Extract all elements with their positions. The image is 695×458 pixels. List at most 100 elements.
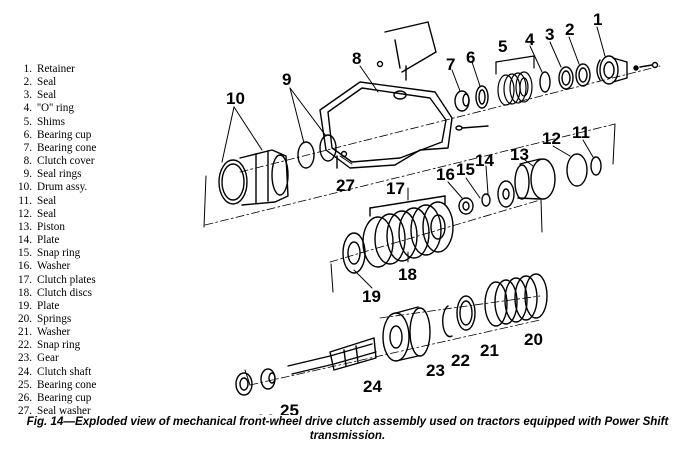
legend-number: 13. [18,220,32,233]
legend-number: 9. [23,168,32,181]
callout-14: 14 [475,151,494,170]
callout-17: 17 [386,179,405,198]
callout-2: 2 [565,20,574,39]
callout-8: 8 [352,49,361,68]
legend-number: 3. [23,89,32,102]
legend-item: 11. Seal [10,195,170,208]
axis-lines [204,65,661,386]
plate-snap-ring-washer-14-15-16 [458,180,515,215]
legend-number: 15. [18,247,32,260]
callout-23: 23 [426,361,445,380]
legend-label: Retainer [37,63,75,75]
callout-3: 3 [545,25,554,44]
legend-item: 26. Bearing cup [10,392,170,405]
bearing-cup-cone-6-7 [454,85,489,112]
legend-item: 20. Springs [10,313,170,326]
callout-21: 21 [480,341,499,360]
legend-item: 1. Retainer [10,63,170,76]
legend-label: Clutch plates [37,273,96,286]
callout-19: 19 [362,287,381,306]
legend-item: 27. Seal washer [10,405,170,418]
legend-item: 4.''O'' ring [10,102,170,115]
legend-label: Bearing cup [37,391,92,404]
callout-27: 27 [336,176,355,195]
legend-number: 12. [18,207,32,220]
drum-assembly-part [218,149,289,206]
legend-item: 7.Bearing cone [10,142,170,155]
plate-19-part [342,232,366,274]
callout-26: 26 [256,411,275,415]
legend-label: Snap ring [37,339,81,352]
legend-item: 10.Drum assy. [10,181,170,194]
legend-label: Clutch cover [37,155,95,168]
legend-item: 16. Washer [10,260,170,273]
legend-label: Plate [37,299,60,312]
legend-number: 2. [23,76,32,89]
legend-item: 2.Seal [10,76,170,89]
callout-12: 12 [542,129,561,148]
legend-item: 6.Bearing cup [10,129,170,142]
legend-label: Clutch shaft [37,365,92,378]
legend-number: 26. [18,391,32,404]
callout-20: 20 [524,330,543,349]
figure-caption: Fig. 14—Exploded view of mechanical fron… [0,415,695,443]
legend-label: ''O'' ring [37,102,74,115]
legend-item: 22. Snap ring [10,339,170,352]
legend-number: 6. [23,128,32,141]
legend-number: 19. [18,299,32,312]
legend-item: 18.Clutch discs [10,287,170,300]
callout-4: 4 [525,30,535,49]
exploded-view-diagram: 1 2 3 4 5 6 7 8 9 10 11 12 13 14 15 16 1… [203,10,661,415]
seals-11-12 [566,153,602,187]
legend-label: Seal [37,89,57,102]
legend-number: 22. [18,339,32,352]
legend-label: Gear [37,352,59,365]
clutch-cover-part [319,21,489,169]
legend-label: Seal washer [37,405,91,418]
bearing-cone-cup-25-26 [235,368,276,396]
callout-7: 7 [446,55,455,74]
legend-label: Clutch discs [37,286,93,299]
legend-number: 25. [18,378,32,391]
legend-item: 5.Shims [10,116,170,129]
legend-item: 3. Seal [10,89,170,102]
piston-part [514,158,556,200]
legend-number: 17. [18,273,32,286]
legend-item: 12.Seal [10,208,170,221]
legend-number: 24. [18,365,32,378]
callout-25: 25 [280,401,299,415]
legend-number: 11. [18,194,32,207]
legend-number: 21. [18,326,32,339]
clutch-shaft-part [287,337,377,375]
legend-number: 27. [18,405,32,418]
retainer-part [596,55,659,85]
shims-part [495,55,535,106]
legend-label: Piston [37,220,65,233]
legend-number: 20. [18,312,32,325]
seal-rings-2-3-4 [539,63,591,93]
legend-item: 15.Snap ring [10,247,170,260]
callout-16: 16 [436,165,455,184]
legend-label: Seal [37,194,57,207]
legend-item: 9.Seal rings [10,168,170,181]
bracket-lines [203,123,616,386]
legend-item: 19. Plate [10,300,170,313]
legend-number: 1. [23,63,32,75]
legend-number: 16. [18,260,32,273]
legend-label: Springs [37,312,72,325]
legend-item: 21. Washer [10,326,170,339]
legend-label: Plate [37,234,60,247]
legend-label: Washer [37,326,71,339]
legend-number: 7. [23,141,32,154]
callout-15: 15 [456,160,475,179]
callout-1: 1 [593,10,602,29]
springs-part [484,273,548,327]
callout-numbers: 1 2 3 4 5 6 7 8 9 10 11 12 13 14 15 16 1… [226,10,602,415]
seal-rings-9-27 [297,134,348,169]
legend-number: 14. [18,234,32,247]
callout-9: 9 [282,70,291,89]
legend-number: 8. [23,155,32,168]
legend-label: Washer [37,260,71,273]
legend-item: 8. Clutch cover [10,155,170,168]
legend-item: 25.Bearing cone [10,379,170,392]
